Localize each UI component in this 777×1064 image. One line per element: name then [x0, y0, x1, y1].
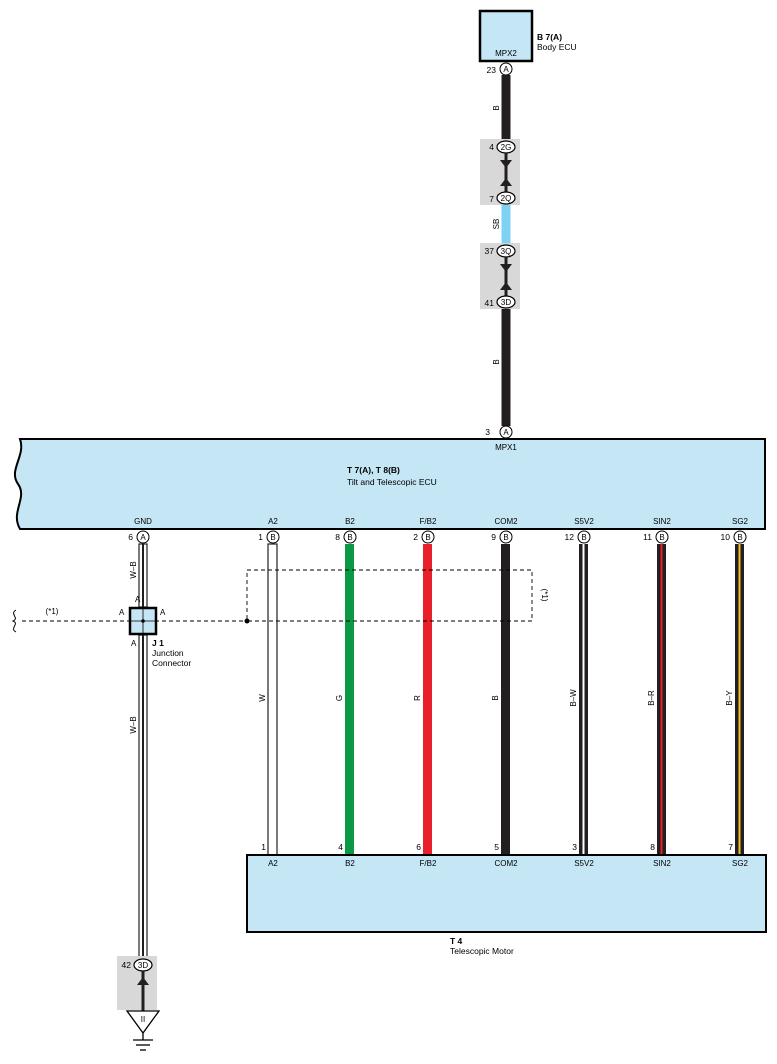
motor-pin-label: A2 [268, 859, 278, 868]
motor-pin-num: 3 [572, 842, 577, 852]
ecu-pin-num: 2 [413, 532, 418, 542]
junction-3q-3d: 37 3Q 41 3D [480, 243, 520, 309]
motor-pin-label: S5V2 [574, 859, 594, 868]
shield: (*1) (*1) [11, 569, 549, 633]
body-ecu-pin-label: MPX2 [495, 49, 517, 58]
junction-connector-j1: A A A A J 1 Junction Connector [119, 595, 191, 668]
ecu-pin-label: GND [134, 517, 152, 526]
ecu-pin-label: SG2 [732, 517, 749, 526]
tilt-ecu-top-conn: A [503, 428, 509, 437]
ecu-pin-num: 1 [258, 532, 263, 542]
ecu-pin-num: 11 [643, 532, 652, 542]
motor-code: T 4 [450, 936, 463, 946]
j1-name-line2: Connector [152, 658, 191, 668]
junction-conn: 3D [501, 298, 511, 307]
junction-pin: 4 [489, 142, 494, 152]
body-ecu: MPX2 B 7(A) Body ECU 23 A [478, 9, 577, 76]
ecu-pin-conn: B [425, 533, 430, 542]
ecu-pin-conn: A [140, 533, 146, 542]
tilt-ecu-top-pin-num: 3 [485, 427, 490, 437]
junction-pin: 7 [489, 194, 494, 204]
mpx-wire: B SB B [492, 75, 511, 426]
shield-note-right: (*1) [540, 589, 549, 602]
j1-letter-bottom: A [131, 639, 137, 648]
ecu-pin-num: 9 [491, 532, 496, 542]
j1-name-line1: Junction [152, 648, 184, 658]
telescopic-motor: 1 4 6 5 3 8 7 A2 B2 F/B2 COM2 S5V2 SIN2 … [246, 842, 767, 956]
j1-letter-right: A [160, 608, 166, 617]
wire-color-label: G [335, 695, 344, 701]
junction-pin: 41 [485, 298, 495, 308]
ground-junction: 42 3D [117, 956, 157, 1011]
motor-pin-num: 4 [338, 842, 343, 852]
motor-pin-label: SIN2 [653, 859, 671, 868]
wire-color-label: B [491, 695, 500, 700]
ecu-pin-label: A2 [268, 517, 278, 526]
wire-color-label: B–W [569, 689, 578, 707]
ecu-pin-label: B2 [345, 517, 355, 526]
motor-pin-num: 1 [261, 842, 266, 852]
gnd-wire: W–B W–B [129, 543, 148, 960]
wire-color-label: W [258, 694, 267, 702]
ecu-pin-conn: B [270, 533, 275, 542]
ecu-pin-label: SIN2 [653, 517, 671, 526]
ground-code: II [141, 1015, 145, 1024]
body-ecu-code: B 7(A) [537, 32, 562, 42]
ecu-pin-conn: B [581, 533, 586, 542]
motor-pin-num: 7 [728, 842, 733, 852]
ecu-pins: GND A2 B2 F/B2 COM2 S5V2 SIN2 SG2 6 1 8 … [128, 517, 749, 544]
motor-pin-label: SG2 [732, 859, 749, 868]
j1-code: J 1 [152, 638, 164, 648]
tilt-ecu-top-pin-label: MPX1 [495, 443, 517, 452]
body-ecu-name: Body ECU [537, 42, 577, 52]
wire-color-label: B–R [647, 690, 656, 706]
junction-conn: 3Q [501, 247, 512, 256]
motor-pin-label: COM2 [494, 859, 518, 868]
ecu-pin-conn: B [503, 533, 508, 542]
junction-conn: 2G [501, 143, 512, 152]
mpx-wire-color-bot: B [492, 359, 501, 364]
signal-wires: W G R B B–W B–R B–Y [258, 543, 744, 857]
junction-pin: 42 [122, 960, 132, 970]
junction-pin: 37 [485, 246, 495, 256]
ecu-pin-label: F/B2 [420, 517, 437, 526]
ecu-pin-num: 8 [335, 532, 340, 542]
j1-letter-top: A [135, 595, 141, 604]
wire-color-label: R [413, 695, 422, 701]
ecu-pin-label: S5V2 [574, 517, 594, 526]
tilt-ecu-code: T 7(A), T 8(B) [347, 465, 400, 475]
gnd-wire-color: W–B [129, 561, 138, 578]
body-ecu-pin-num: 23 [487, 65, 497, 75]
mpx-wire-color-top: B [492, 105, 501, 110]
ground-symbol: II [125, 1010, 161, 1051]
junction-conn: 2Q [501, 194, 512, 203]
ecu-pin-label: COM2 [494, 517, 518, 526]
ecu-pin-num: 10 [721, 532, 731, 542]
mpx-wire-color-mid: SB [492, 219, 501, 230]
motor-pin-label: F/B2 [420, 859, 437, 868]
junction-conn: 3D [138, 961, 148, 970]
ecu-pin-num: 6 [128, 532, 133, 542]
shield-note-left: (*1) [46, 607, 59, 616]
motor-pin-num: 6 [416, 842, 421, 852]
j1-letter-left: A [119, 608, 125, 617]
ecu-pin-conn: B [659, 533, 664, 542]
tilt-ecu-name: Tilt and Telescopic ECU [347, 477, 437, 487]
motor-pin-label: B2 [345, 859, 355, 868]
ecu-pin-conn: B [737, 533, 742, 542]
tilt-telescopic-ecu: 3 A MPX1 T 7(A), T 8(B) Tilt and Telesco… [13, 425, 766, 530]
ecu-pin-num: 12 [565, 532, 575, 542]
body-ecu-conn: A [503, 65, 509, 74]
junction-2g-2q: 4 2G 7 2Q [480, 139, 520, 205]
ecu-pin-conn: B [347, 533, 352, 542]
motor-pin-num: 5 [494, 842, 499, 852]
motor-pin-num: 8 [650, 842, 655, 852]
gnd-wire-color: W–B [129, 716, 138, 733]
motor-name: Telescopic Motor [450, 946, 514, 956]
wire-color-label: B–Y [725, 690, 734, 706]
